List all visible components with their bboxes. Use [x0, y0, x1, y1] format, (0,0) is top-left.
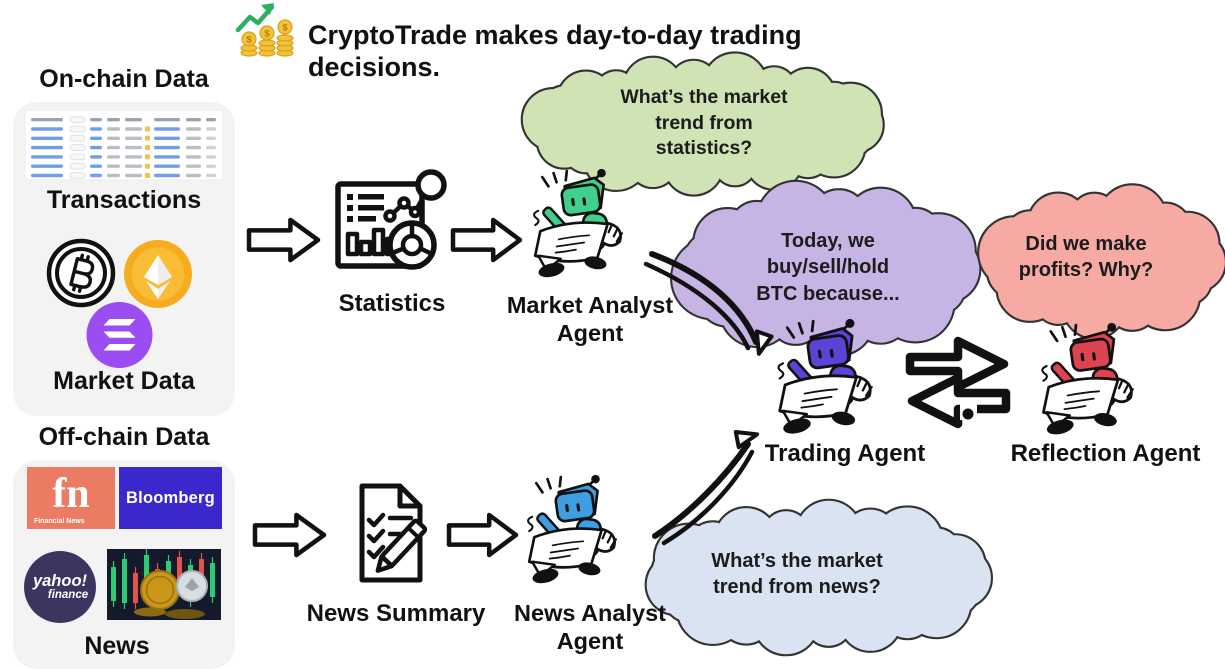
bloomberg-logo-text: Bloomberg — [126, 488, 215, 507]
svg-text:$: $ — [282, 23, 288, 34]
yahoo-logo-text: yahoo! — [32, 572, 88, 590]
cloud-reflection — [977, 183, 1225, 340]
arrow-market-analyst-to-trading — [643, 251, 774, 356]
svg-text:$: $ — [264, 29, 270, 40]
page-title: CryptoTrade makes day-to-day trading dec… — [308, 20, 802, 82]
svg-text:$: $ — [246, 35, 252, 46]
cloud-statistics — [520, 51, 885, 197]
cloud-news-line2: trend from news? — [713, 576, 881, 599]
statistics-icon — [335, 169, 447, 270]
cloud-statistics-line2: trend from — [655, 111, 753, 134]
cloud-reflection-text: Did we make profits? Why? — [986, 231, 1186, 284]
bitcoin-icon — [46, 238, 116, 308]
table-row — [31, 125, 216, 133]
news-summary-icon — [359, 483, 428, 583]
cloud-decision-line2: buy/sell/hold — [766, 256, 890, 279]
on-chain-header: On-chain Data — [39, 65, 209, 93]
market-analyst-agent-label: Market Analyst Agent — [500, 292, 680, 347]
table-row — [31, 116, 216, 124]
cloud-reflection-line2: profits? Why? — [1018, 259, 1154, 282]
off-chain-header: Off-chain Data — [38, 423, 210, 451]
table-row — [31, 172, 216, 179]
financial-news-logo: fn Financial News — [27, 467, 115, 529]
transactions-label: Transactions — [46, 186, 202, 214]
trading-agent-label: Trading Agent — [764, 440, 926, 467]
market-data-label: Market Data — [53, 367, 195, 395]
yahoo-logo-subtext: finance — [47, 588, 89, 601]
yahoo-finance-logo: yahoo! finance — [24, 551, 96, 623]
arrow-summary-to-news-analyst — [446, 512, 519, 558]
market-analyst-line1: Market Analyst — [506, 292, 674, 318]
table-row — [31, 153, 216, 161]
news-analyst-line2: Agent — [556, 627, 624, 654]
reflection-agent-robot — [1041, 322, 1134, 435]
cloud-statistics-line1: What’s the market — [620, 86, 788, 108]
arrow-transactions-to-statistics — [246, 217, 321, 263]
coins-growth-icon: $ $ $ — [235, 3, 294, 57]
exchange-arrows-icon — [905, 336, 1011, 429]
arrow-statistics-to-market-analyst — [450, 217, 523, 263]
reflection-agent-label: Reflection Agent — [1010, 440, 1201, 467]
cloud-news-line1: What’s the market — [711, 550, 883, 572]
trading-agent-robot — [777, 318, 873, 434]
solana-icon — [86, 302, 153, 368]
table-row — [31, 162, 216, 170]
ethereum-icon — [124, 240, 192, 308]
news-analyst-agent-robot — [527, 474, 618, 584]
market-analyst-line2: Agent — [556, 319, 624, 346]
cloud-decision-text: Today, we buy/sell/hold BTC because... — [703, 228, 953, 307]
statistics-label: Statistics — [338, 290, 446, 317]
bloomberg-logo: Bloomberg — [119, 467, 222, 529]
news-analyst-agent-label: News Analyst Agent — [500, 600, 680, 655]
cloud-decision-line1: Today, we — [781, 230, 875, 252]
cloud-statistics-line3: statistics? — [655, 137, 753, 160]
arrow-news-to-summary — [252, 512, 327, 558]
news-analyst-line1: News Analyst — [514, 600, 666, 626]
news-summary-label: News Summary — [306, 600, 486, 627]
arrow-news-analyst-to-trading — [652, 430, 760, 546]
transactions-table — [24, 109, 224, 181]
cloud-decision — [670, 179, 982, 357]
table-row — [31, 144, 216, 151]
table-row — [31, 134, 216, 142]
news-label: News — [84, 632, 150, 660]
cloud-reflection-line1: Did we make — [1025, 233, 1147, 255]
cloud-decision-line3: BTC because... — [756, 282, 900, 305]
cloud-news — [644, 498, 993, 657]
fn-logo-caption: Financial News — [34, 518, 85, 525]
crypto-news-photo — [107, 549, 221, 620]
fn-logo-text: fn — [52, 471, 90, 517]
market-analyst-agent-robot — [533, 168, 624, 278]
cloud-statistics-text: What’s the market trend from statistics? — [554, 85, 854, 162]
cloud-news-text: What’s the market trend from news? — [662, 548, 932, 601]
